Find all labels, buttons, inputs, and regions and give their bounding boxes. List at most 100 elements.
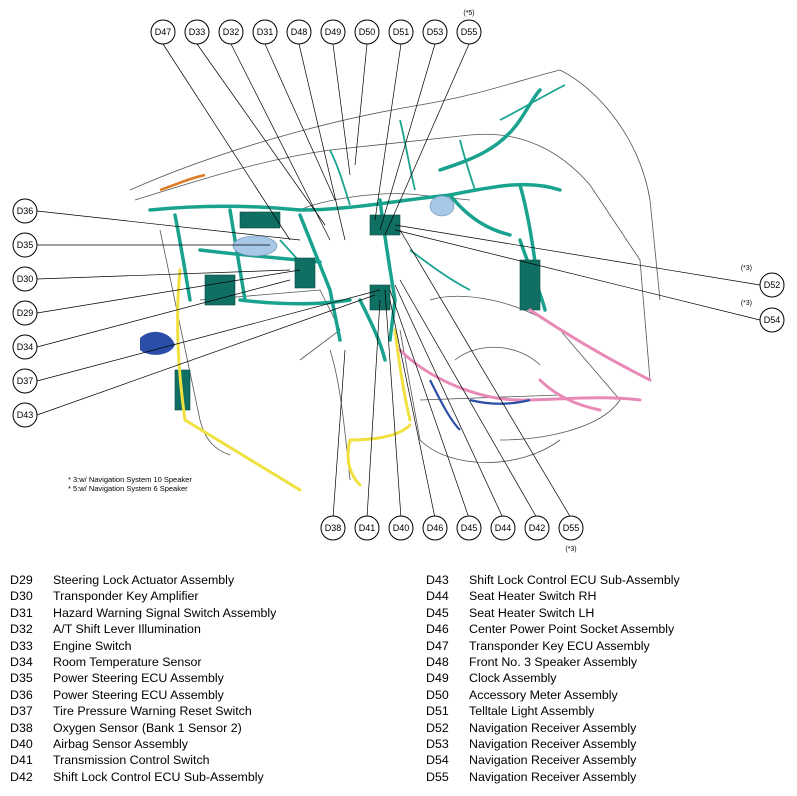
legend-component-name: Airbag Sensor Assembly (53, 736, 188, 751)
callout-note-d54: (*3) (741, 300, 752, 307)
callout-d46[interactable]: D46 (422, 515, 448, 541)
legend-code: D34 (10, 654, 33, 669)
legend-component-name: Power Steering ECU Assembly (53, 671, 224, 686)
legend-component-name: Telltale Light Assembly (469, 704, 595, 719)
legend-code: D37 (10, 704, 33, 719)
callout-note-d52: (*3) (741, 265, 752, 272)
callout-d35[interactable]: D35 (12, 232, 38, 258)
svg-text:D30: D30 (17, 274, 34, 284)
callout-d55-bottom[interactable]: D55 (558, 515, 584, 541)
svg-text:D29: D29 (17, 308, 34, 318)
callout-d33[interactable]: D33 (184, 19, 210, 45)
callout-note-d55-top: (*5) (463, 10, 474, 17)
callout-d53[interactable]: D53 (422, 19, 448, 45)
footnote-3: * 3:w/ Navigation System 10 Speaker (68, 475, 192, 484)
svg-text:D40: D40 (393, 523, 410, 533)
legend-component-name: Front No. 3 Speaker Assembly (469, 654, 638, 669)
legend-code: D42 (10, 769, 33, 784)
callout-d38[interactable]: D38 (320, 515, 346, 541)
svg-text:D51: D51 (393, 27, 410, 37)
footnote-5: * 5:w/ Navigation System 6 Speaker (68, 484, 188, 493)
callout-d37[interactable]: D37 (12, 368, 38, 394)
svg-text:D35: D35 (17, 240, 34, 250)
legend-row-d54: D54 Navigation Receiver Assembly (426, 752, 680, 768)
callout-d32[interactable]: D32 (218, 19, 244, 45)
legend-code: D43 (426, 573, 449, 587)
callout-d43[interactable]: D43 (12, 402, 38, 428)
callout-d48[interactable]: D48 (286, 19, 312, 45)
callout-d36[interactable]: D36 (12, 198, 38, 224)
svg-text:D50: D50 (359, 27, 376, 37)
svg-text:D55: D55 (563, 523, 580, 533)
callout-d45[interactable]: D45 (456, 515, 482, 541)
legend-component-name: Navigation Receiver Assembly (469, 736, 637, 751)
legend-row-d36: D36 Power Steering ECU Assembly (10, 687, 276, 703)
legend-component-name: Accessory Meter Assembly (469, 687, 618, 702)
connector-blocks (174, 211, 541, 411)
legend-row-d50: D50 Accessory Meter Assembly (426, 687, 680, 703)
svg-text:D52: D52 (764, 280, 781, 290)
footnotes: * 3:w/ Navigation System 10 Speaker * 5:… (68, 475, 192, 493)
callout-d40[interactable]: D40 (388, 515, 414, 541)
bottom-callouts: D38 D41 D40 D46 D45 D44 D42 D55 (*3) (320, 515, 584, 553)
legend-component-name: Navigation Receiver Assembly (469, 753, 637, 768)
svg-text:D42: D42 (529, 523, 546, 533)
callout-d52[interactable]: D52 (759, 272, 785, 298)
svg-text:D55: D55 (461, 27, 478, 37)
callout-d29[interactable]: D29 (12, 300, 38, 326)
legend-component-name: Power Steering ECU Assembly (53, 687, 224, 702)
svg-text:D33: D33 (189, 27, 206, 37)
legend-component-name: Transponder Key Amplifier (53, 589, 199, 604)
right-callouts: D52 (*3) D54 (*3) (741, 265, 785, 333)
callout-d30[interactable]: D30 (12, 266, 38, 292)
callout-d55-top[interactable]: D55 (456, 19, 482, 45)
legend-component-name: Engine Switch (53, 638, 132, 653)
steering-column-part (140, 331, 175, 355)
callout-note-d55-bottom: (*3) (565, 546, 576, 553)
orange-harness (159, 173, 206, 192)
callout-d50[interactable]: D50 (354, 19, 380, 45)
callout-d49[interactable]: D49 (320, 19, 346, 45)
svg-text:D54: D54 (764, 315, 781, 325)
svg-text:D53: D53 (427, 27, 444, 37)
svg-text:D36: D36 (17, 206, 34, 216)
legend-component-name: Shift Lock Control ECU Sub-Assembly (469, 573, 680, 587)
legend-component-name: Seat Heater Switch LH (469, 605, 595, 620)
svg-text:D43: D43 (17, 410, 34, 420)
legend-component-name: Hazard Warning Signal Switch Assembly (53, 605, 277, 620)
callout-d31[interactable]: D31 (252, 19, 278, 45)
legend-code: D40 (10, 736, 33, 751)
callout-d42[interactable]: D42 (524, 515, 550, 541)
wiring-harness-diagram: D47 D33 D32 D31 D48 D49 D50 D51 D53 D55 … (12, 10, 785, 553)
callout-d41[interactable]: D41 (354, 515, 380, 541)
legend-code: D54 (426, 753, 449, 768)
legend-code: D47 (426, 638, 449, 653)
legend-code: D36 (10, 687, 33, 702)
legend-component-name: Seat Heater Switch RH (469, 589, 597, 604)
legend-code: D50 (426, 687, 449, 702)
legend-component-name: Navigation Receiver Assembly (469, 720, 637, 735)
legend-code: D31 (10, 605, 33, 620)
svg-text:D47: D47 (155, 27, 172, 37)
callout-d44[interactable]: D44 (490, 515, 516, 541)
legend-code: D52 (426, 720, 449, 735)
callout-d47[interactable]: D47 (150, 19, 176, 45)
callout-d51[interactable]: D51 (388, 19, 414, 45)
callout-d34[interactable]: D34 (12, 334, 38, 360)
legend-component-name: Navigation Receiver Assembly (469, 769, 637, 784)
legend-row-d52: D52 Navigation Receiver Assembly (426, 720, 680, 736)
callout-d54[interactable]: D54 (759, 307, 785, 333)
legend-code: D32 (10, 622, 33, 637)
